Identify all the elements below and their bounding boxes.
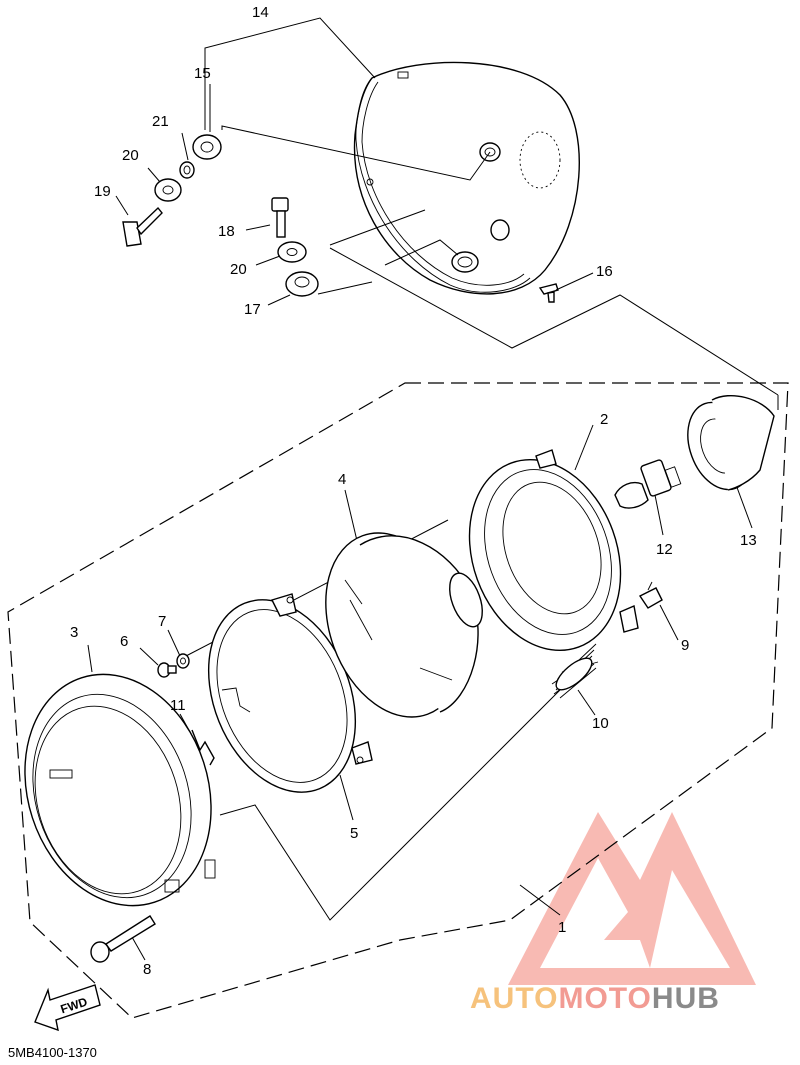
callout-21: 21: [152, 113, 169, 130]
part-code-label: 5MB4100-1370: [8, 1045, 97, 1060]
callout-15: 15: [194, 65, 211, 82]
callout-16: 16: [596, 263, 613, 280]
grommet-15-part: [192, 134, 222, 160]
washer-20-upper-part: [154, 178, 182, 202]
callout-labels: 1 2 3 4 5 6 7 8 9 10 11 12 13 14 15 16 1…: [70, 4, 757, 978]
screw-16-part: [538, 283, 559, 303]
bulb-cover-part: [687, 395, 775, 491]
spring-clip-part: [191, 729, 215, 766]
callout-20-lower: 20: [230, 261, 247, 278]
bolt-19-part: [122, 206, 163, 247]
socket-part: [638, 581, 663, 609]
callout-2: 2: [600, 411, 608, 428]
callout-20-upper: 20: [122, 147, 139, 164]
brand-part-auto: AUTO: [470, 982, 559, 1015]
washer-20-lower-part: [277, 241, 307, 263]
callout-7: 7: [158, 613, 166, 630]
callout-19: 19: [94, 183, 111, 200]
watermark-brand-text: AUTOMOTOHUB: [470, 982, 720, 1016]
callout-17: 17: [244, 301, 261, 318]
headlight-body-part: [353, 61, 580, 295]
bulb-part: [614, 459, 682, 509]
callout-18: 18: [218, 223, 235, 240]
brand-part-hub: HUB: [651, 982, 720, 1015]
assembly-outline: [7, 382, 789, 1019]
callout-13: 13: [740, 532, 757, 549]
callout-3: 3: [70, 624, 78, 641]
callout-5: 5: [350, 825, 358, 842]
callout-4: 4: [338, 471, 346, 488]
headlight-lens-unit-part: [325, 532, 483, 718]
watermark-logo-icon: [508, 812, 756, 985]
callout-10: 10: [592, 715, 609, 732]
callout-14: 14: [252, 4, 269, 21]
grommet-17-part: [285, 271, 319, 297]
callout-12: 12: [656, 541, 673, 558]
bolt-8-part: [90, 915, 156, 963]
callout-9: 9: [681, 637, 689, 654]
adjusting-spring-part: [551, 643, 599, 699]
nut-7-part: [176, 653, 190, 669]
callout-11: 11: [170, 697, 186, 714]
headlight-rim-part: [24, 673, 216, 907]
fwd-arrow-icon: [34, 984, 101, 1032]
bolt-18-part: [271, 197, 289, 238]
brand-part-moto: MOTO: [558, 982, 652, 1015]
callout-6: 6: [120, 633, 128, 650]
reflector-housing-part: [468, 449, 639, 652]
screw-6-part: [157, 662, 177, 678]
callout-8: 8: [143, 961, 151, 978]
collar-21-part: [179, 161, 195, 179]
callout-1: 1: [558, 919, 566, 936]
